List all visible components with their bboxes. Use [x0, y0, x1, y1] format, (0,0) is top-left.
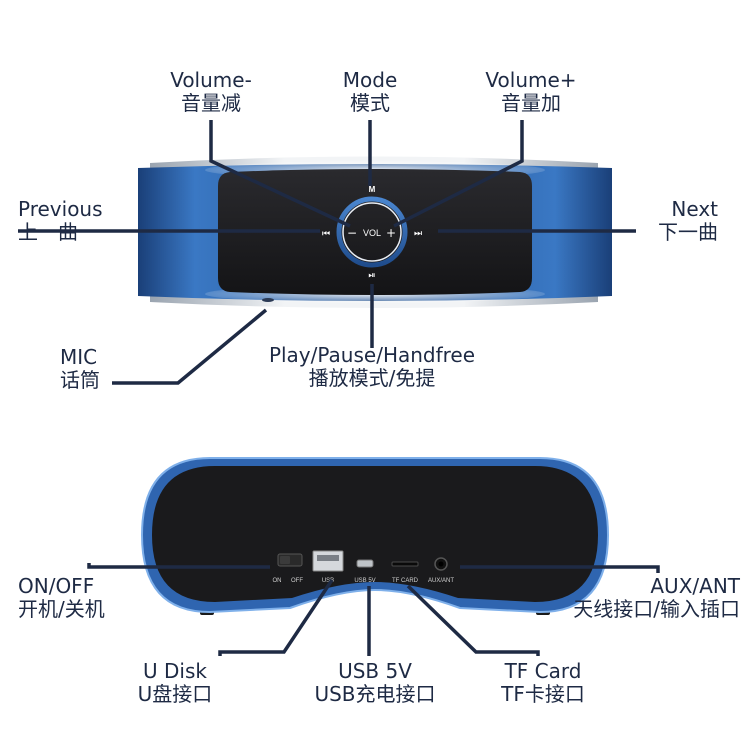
previous-en: Previous	[18, 197, 103, 221]
u-disk-zh: U盘接口	[137, 682, 213, 706]
line-on-off	[87, 563, 270, 569]
play-pause-zh: 播放模式/免提	[308, 366, 436, 390]
aux-ant-zh: 天线接口/输入插口	[573, 597, 740, 621]
mic-en: MIC	[60, 345, 98, 369]
usb-text: USB	[322, 578, 334, 584]
volume-ring[interactable]	[336, 196, 408, 268]
mode-en: Mode	[342, 68, 398, 92]
callout-usb-5v: USB 5V USB充电接口	[300, 660, 450, 706]
usb-5v-zh: USB充电接口	[314, 682, 436, 706]
play-pause-icon[interactable]: ⏯	[368, 271, 375, 281]
usb5v-text: USB 5V	[354, 578, 375, 584]
callout-next: Next 下一曲	[596, 198, 718, 244]
callout-tf-card: TF Card TF卡接口	[478, 660, 608, 706]
previous-icon[interactable]: ⏮	[322, 229, 330, 239]
tf-card-zh: TF卡接口	[501, 682, 585, 706]
play-pause-en: Play/Pause/Handfree	[268, 343, 476, 367]
callout-aux-ant: AUX/ANT 天线接口/输入插口	[540, 575, 740, 621]
line-mic	[112, 308, 268, 385]
aux-ant-en: AUX/ANT	[650, 574, 740, 598]
callout-volume-plus: Volume+ 音量加	[466, 69, 596, 115]
vol-text: VOL	[363, 228, 381, 238]
callout-play-pause: Play/Pause/Handfree 播放模式/免提	[232, 344, 512, 390]
callout-previous: Previous 上一曲	[18, 198, 148, 244]
callout-lines	[18, 120, 660, 656]
volume-minus-en: Volume-	[170, 68, 252, 92]
mic-zh: 话筒	[60, 368, 100, 392]
on-off-en: ON/OFF	[18, 574, 95, 598]
on-off-zh: 开机/关机	[18, 597, 105, 621]
u-disk-en: U Disk	[143, 659, 207, 683]
off-text: OFF	[291, 578, 303, 584]
previous-zh: 上一曲	[18, 220, 78, 244]
callout-volume-minus: Volume- 音量减	[146, 69, 276, 115]
mode-mark[interactable]: M	[369, 185, 376, 194]
line-tf-card	[406, 584, 540, 656]
mode-zh: 模式	[350, 91, 390, 115]
tfcard-text: TF CARD	[392, 578, 419, 584]
mic-hole	[262, 298, 274, 302]
volume-ring-inner	[342, 202, 402, 262]
next-icon[interactable]: ⏭	[414, 229, 422, 239]
volume-plus-mark[interactable]: +	[386, 226, 396, 240]
callout-mode: Mode 模式	[315, 69, 425, 115]
power-switch-knob	[280, 556, 290, 564]
next-zh: 下一曲	[658, 220, 718, 244]
line-u-disk	[218, 579, 334, 656]
line-aux-ant	[460, 565, 660, 573]
micro-usb-port[interactable]	[356, 559, 374, 568]
volume-plus-zh: 音量加	[501, 91, 561, 115]
line-volume-plus	[393, 120, 524, 228]
bottom-shell-rim	[140, 457, 610, 614]
volume-minus-mark[interactable]: −	[347, 226, 357, 240]
callout-on-off: ON/OFF 开机/关机	[18, 575, 148, 621]
bottom-view: ON OFF USB USB 5V TF CARD AUX/ANT	[140, 457, 610, 615]
next-en: Next	[671, 197, 718, 221]
callout-u-disk: U Disk U盘接口	[110, 660, 240, 706]
usb-5v-en: USB 5V	[338, 659, 412, 683]
auxant-text: AUX/ANT	[428, 578, 454, 584]
volume-plus-en: Volume+	[485, 68, 577, 92]
top-view: M VOL − + ⏮ ⏭ ⏯	[138, 156, 612, 308]
aux-jack-hole	[438, 561, 444, 567]
tf-card-en: TF Card	[504, 659, 582, 683]
tf-card-slot[interactable]	[391, 561, 419, 567]
callout-mic: MIC 话筒	[60, 346, 140, 392]
on-text: ON	[273, 578, 282, 584]
line-volume-minus	[209, 120, 351, 228]
volume-minus-zh: 音量减	[181, 91, 241, 115]
usb-port-tongue	[317, 555, 339, 561]
